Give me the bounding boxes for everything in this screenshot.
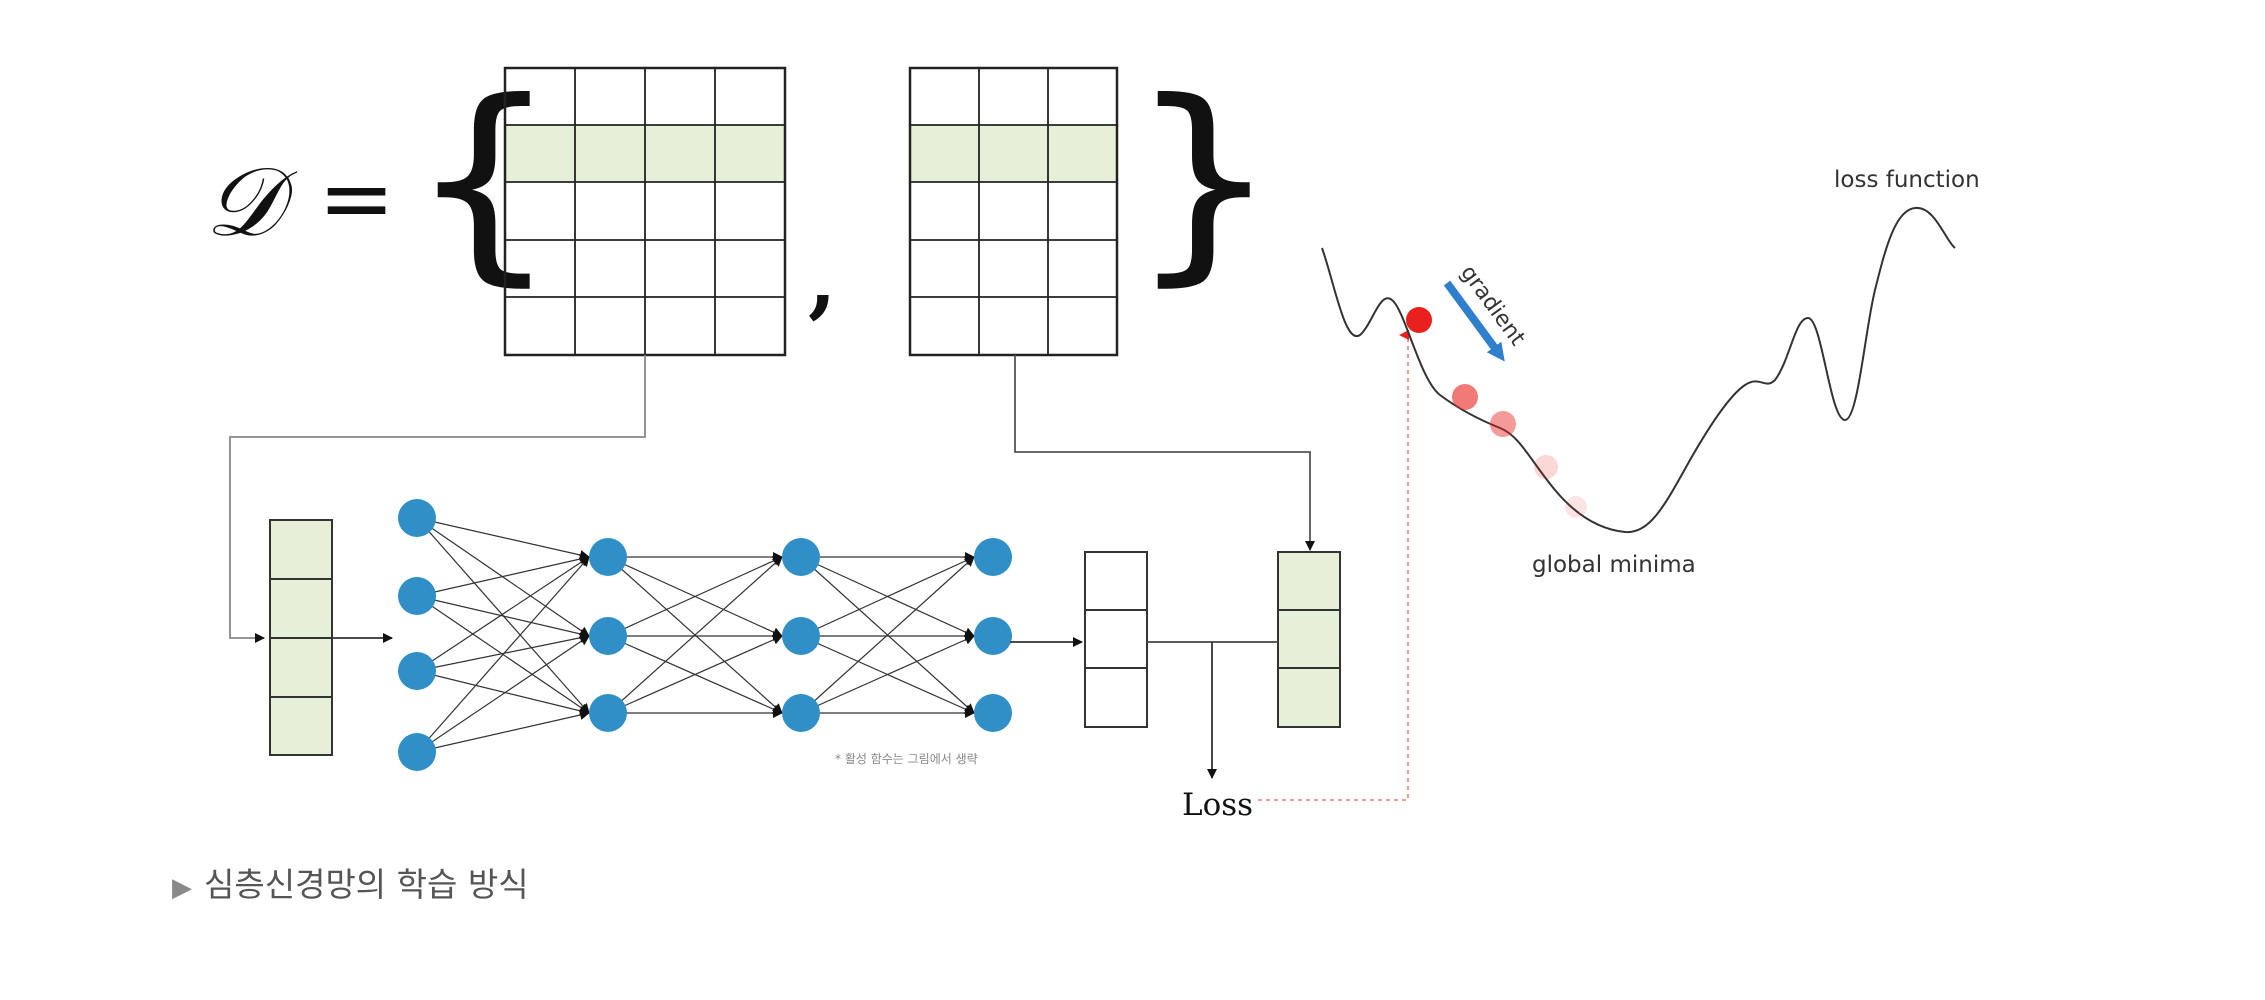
figure-caption: ▶ 심층신경망의 학습 방식 [172, 858, 529, 906]
network-edge [607, 556, 783, 714]
dataset-symbol: 𝒟 [205, 146, 298, 258]
gradient-ball-3 [1490, 411, 1516, 437]
gradient-ball-2 [1452, 384, 1478, 410]
caption-marker-icon: ▶ [172, 873, 192, 903]
gradient-ball-1 [1406, 307, 1432, 333]
gradient-arrow [1443, 280, 1505, 362]
input-connector [229, 355, 646, 643]
caption-text: 심층신경망의 학습 방식 [204, 865, 529, 904]
neuron-node [974, 694, 1012, 732]
network-edge [416, 556, 590, 672]
loss-to-curve-link [1258, 330, 1409, 801]
input-vector [269, 519, 333, 756]
network-edge [800, 556, 975, 637]
target-connector [1014, 355, 1315, 551]
network-edge [416, 635, 590, 753]
neuron-node [974, 538, 1012, 576]
input-matrix [503, 66, 787, 357]
neuron-node [398, 733, 436, 771]
loss-label: Loss [1182, 787, 1253, 823]
network-edge [800, 556, 975, 714]
target-vector [1277, 551, 1341, 728]
target-matrix-highlight-row [910, 125, 1117, 182]
prediction-vector [1084, 551, 1148, 728]
network-nodes [398, 499, 1012, 771]
network-edges [416, 517, 975, 753]
gradient-ball-4 [1534, 455, 1558, 479]
neuron-node [782, 538, 820, 576]
loss-function-label: loss function [1834, 167, 1980, 193]
close-brace: } [1128, 56, 1279, 305]
network-edge [416, 670, 590, 716]
network-edge [800, 635, 975, 714]
activation-footnote: * 활성 함수는 그림에서 생략 [835, 752, 978, 766]
network-edge [416, 517, 590, 560]
neuron-node [782, 694, 820, 732]
network-edge [416, 710, 590, 753]
neuron-node [589, 694, 627, 732]
neuron-node [398, 499, 436, 537]
network-edge [416, 632, 590, 672]
equals-sign: = [318, 145, 395, 252]
neuron-node [398, 577, 436, 615]
loss-curve [1321, 206, 1956, 534]
network-edge [607, 556, 783, 637]
neuron-node [589, 617, 627, 655]
neuron-node [782, 617, 820, 655]
network-edge [416, 595, 590, 639]
comma: , [808, 232, 837, 328]
global-minima-label: global minima [1532, 552, 1696, 578]
network-edge [416, 554, 590, 597]
neuron-node [398, 652, 436, 690]
neuron-node [589, 538, 627, 576]
neuron-node [974, 617, 1012, 655]
gradient-ball-5 [1565, 496, 1587, 518]
network-edge [416, 556, 590, 753]
target-matrix [908, 66, 1119, 357]
network-edge [607, 635, 783, 714]
